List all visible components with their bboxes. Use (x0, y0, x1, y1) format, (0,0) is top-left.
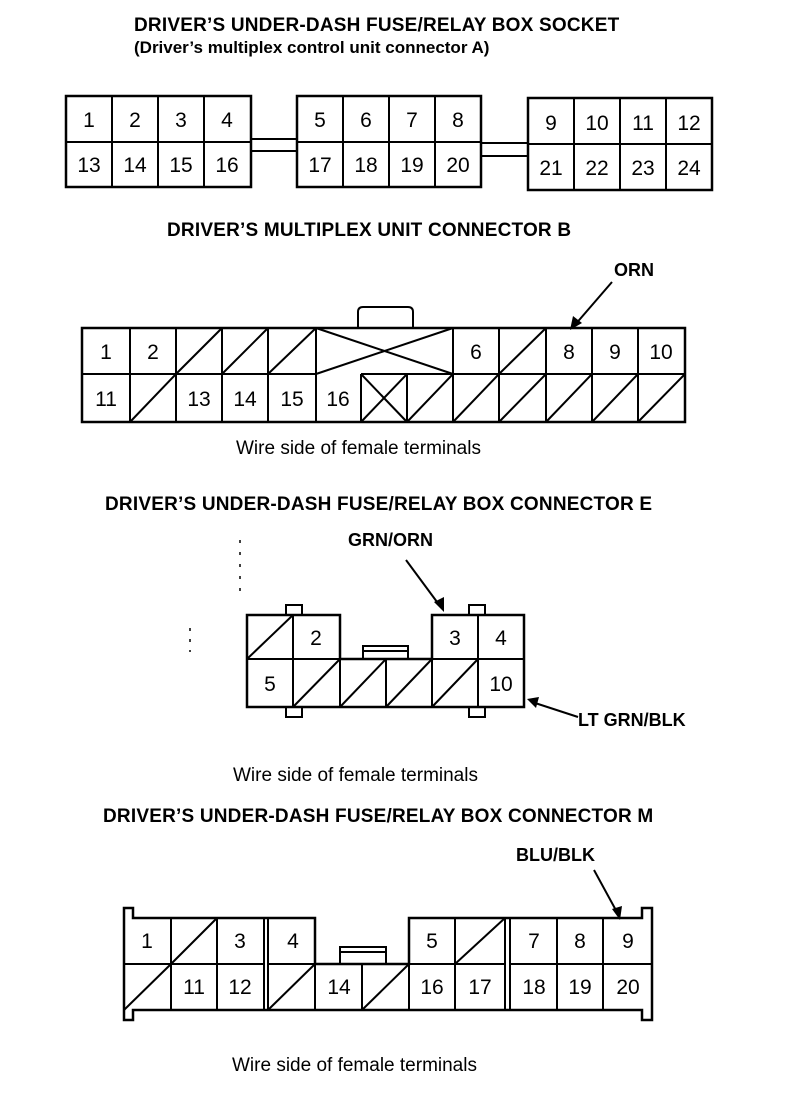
terminal-a-17: 17 (308, 154, 331, 177)
connector-m-title: DRIVER’S UNDER-DASH FUSE/RELAY BOX CONNE… (103, 806, 654, 827)
terminal-a-21: 21 (539, 157, 562, 180)
terminal-b-14: 14 (233, 388, 257, 411)
terminal-m-20: 20 (616, 976, 639, 999)
terminal-a-6: 6 (360, 109, 372, 132)
terminal-m-16: 16 (420, 976, 443, 999)
terminal-a-24: 24 (677, 157, 701, 180)
terminal-b-1: 1 (100, 341, 112, 364)
terminal-a-11: 11 (632, 112, 654, 135)
terminal-b-9: 9 (609, 341, 621, 364)
terminal-b-2: 2 (147, 341, 159, 364)
terminal-m-3: 3 (234, 930, 246, 953)
terminal-a-23: 23 (631, 157, 654, 180)
terminal-m-8: 8 (574, 930, 586, 953)
terminal-a-4: 4 (221, 109, 233, 132)
terminal-a-15: 15 (169, 154, 192, 177)
terminal-e-3: 3 (449, 627, 461, 650)
socket-a-diagram: 1 2 3 4 13 14 15 16 5 6 7 8 17 18 19 20 … (64, 94, 714, 192)
terminal-m-9: 9 (622, 930, 634, 953)
socket-a-subtitle: (Driver’s multiplex control unit connect… (134, 38, 490, 57)
terminal-a-18: 18 (354, 154, 377, 177)
terminal-b-15: 15 (280, 388, 303, 411)
terminal-b-6: 6 (470, 341, 482, 364)
connector-m-wire-label: BLU/BLK (516, 845, 595, 865)
terminal-a-13: 13 (77, 154, 100, 177)
terminal-m-11: 11 (183, 976, 205, 999)
terminal-m-17: 17 (468, 976, 491, 999)
connector-e-title: DRIVER’S UNDER-DASH FUSE/RELAY BOX CONNE… (105, 494, 653, 515)
terminal-a-20: 20 (446, 154, 469, 177)
socket-a-title: DRIVER’S UNDER-DASH FUSE/RELAY BOX SOCKE… (134, 15, 620, 36)
connector-b-diagram: 1 2 6 8 9 10 11 13 14 15 16 (80, 281, 687, 424)
terminal-a-22: 22 (585, 157, 608, 180)
terminal-a-16: 16 (215, 154, 238, 177)
terminal-m-5: 5 (426, 930, 438, 953)
terminal-m-12: 12 (228, 976, 251, 999)
connector-m-caption: Wire side of female terminals (232, 1055, 477, 1076)
terminal-a-12: 12 (677, 112, 700, 135)
connector-e-wire-label-right: LT GRN/BLK (578, 710, 686, 730)
terminal-a-1: 1 (83, 109, 95, 132)
connector-e-diagram: 2 3 4 5 10 (189, 540, 579, 718)
connector-b-title: DRIVER’S MULTIPLEX UNIT CONNECTOR B (167, 220, 572, 241)
terminal-a-10: 10 (585, 112, 608, 135)
terminal-m-14: 14 (327, 976, 351, 999)
terminal-b-10: 10 (649, 341, 672, 364)
connector-m-diagram: 1 3 4 5 7 8 9 11 12 14 16 17 18 19 20 (122, 869, 654, 1022)
terminal-a-2: 2 (129, 109, 141, 132)
terminal-a-19: 19 (400, 154, 423, 177)
terminal-b-16: 16 (326, 388, 349, 411)
terminal-b-13: 13 (187, 388, 210, 411)
connector-e-wire-label-top: GRN/ORN (348, 530, 433, 550)
terminal-b-11: 11 (95, 388, 117, 411)
terminal-a-7: 7 (406, 109, 418, 132)
terminal-m-19: 19 (568, 976, 591, 999)
connector-b-caption: Wire side of female terminals (236, 438, 481, 459)
terminal-a-9: 9 (545, 112, 557, 135)
terminal-e-4: 4 (495, 627, 507, 650)
terminal-e-2: 2 (310, 627, 322, 650)
terminal-e-10: 10 (489, 673, 512, 696)
terminal-m-4: 4 (287, 930, 299, 953)
terminal-m-7: 7 (528, 930, 540, 953)
terminal-a-8: 8 (452, 109, 464, 132)
terminal-e-5: 5 (264, 673, 276, 696)
terminal-m-1: 1 (141, 930, 153, 953)
terminal-a-3: 3 (175, 109, 187, 132)
connector-e-caption: Wire side of female terminals (233, 765, 478, 786)
terminal-m-18: 18 (522, 976, 545, 999)
terminal-a-14: 14 (123, 154, 147, 177)
terminal-b-8: 8 (563, 341, 575, 364)
terminal-a-5: 5 (314, 109, 326, 132)
connector-b-wire-label: ORN (614, 260, 654, 280)
